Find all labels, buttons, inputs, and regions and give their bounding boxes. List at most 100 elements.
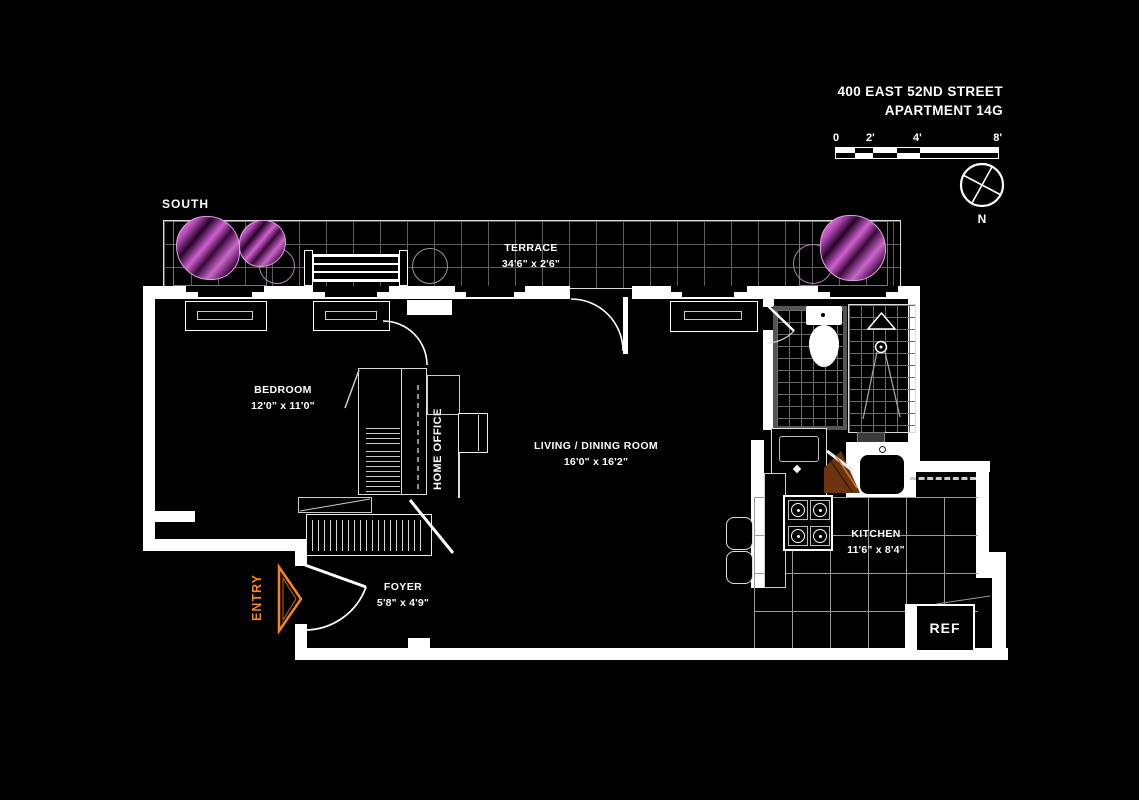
stool-icon bbox=[726, 517, 753, 550]
foyer-angled-wall bbox=[408, 499, 455, 554]
wall-entry-upper bbox=[295, 539, 307, 566]
scale-seg bbox=[896, 148, 920, 153]
wall-kitchen-north-jut bbox=[915, 461, 990, 472]
plan-title: 400 EAST 52ND STREET APARTMENT 14G bbox=[700, 82, 1003, 120]
compass-cross bbox=[971, 166, 993, 204]
closet-shelf-diagonal bbox=[299, 498, 371, 512]
scale-bar-graphic bbox=[835, 147, 999, 159]
kitchen-name: KITCHEN bbox=[851, 528, 901, 540]
toilet-flush-dot bbox=[821, 313, 825, 317]
kitchen-dims: 11'6" x 8'4" bbox=[847, 544, 905, 557]
scale-seg bbox=[873, 153, 897, 158]
refrigerator: REF bbox=[915, 604, 975, 652]
scale-seg bbox=[920, 148, 998, 153]
window-sill bbox=[818, 286, 898, 292]
wall-west bbox=[143, 286, 155, 551]
terrace-door-leaf bbox=[623, 297, 628, 354]
burner-dot bbox=[797, 509, 800, 512]
wall-kitchen-east-lower bbox=[992, 556, 1006, 660]
vanity-basin bbox=[779, 436, 819, 462]
shower-triangle-icon bbox=[866, 311, 897, 330]
plant-icon bbox=[176, 216, 240, 280]
entry-arrow-icon bbox=[277, 562, 303, 636]
convector-slot bbox=[197, 311, 253, 320]
foyer-label: FOYER 5'8" x 4'9" bbox=[323, 579, 483, 612]
scale-tick-0: 0 bbox=[833, 132, 840, 144]
wall-kitchen-east-upper bbox=[976, 470, 989, 562]
bedroom-name: BEDROOM bbox=[254, 384, 312, 396]
entry-door-leaf bbox=[304, 563, 367, 589]
terrace-label: TERRACE 34'6" x 2'6" bbox=[451, 240, 611, 273]
bath-door-leaf bbox=[766, 304, 795, 332]
convector-slot bbox=[684, 311, 742, 320]
scale-seg bbox=[896, 153, 920, 158]
bath-door-arc bbox=[766, 330, 795, 344]
stove-burner-icon bbox=[788, 500, 808, 520]
desk-edge bbox=[478, 415, 479, 451]
scale-seg bbox=[854, 153, 873, 158]
window-sill bbox=[313, 286, 389, 292]
burner-ring bbox=[813, 529, 827, 543]
entry-arrow-inner bbox=[282, 575, 297, 623]
wall-bedroom-south bbox=[143, 539, 305, 551]
scale-seg bbox=[836, 153, 855, 158]
upper-cabinet-line bbox=[910, 477, 976, 480]
window-sill bbox=[198, 292, 252, 297]
office-shelf bbox=[427, 375, 460, 415]
window-sill bbox=[186, 286, 264, 292]
compass-north-label: N bbox=[977, 212, 987, 226]
ref-side-wall bbox=[905, 604, 915, 652]
bedroom-label: BEDROOM 12'0" x 11'0" bbox=[203, 382, 363, 415]
convector-slot bbox=[325, 311, 377, 320]
burner-ring bbox=[791, 503, 805, 517]
wall-bath-west-stub bbox=[763, 297, 774, 307]
bench-end bbox=[304, 250, 313, 286]
living-dining-dims: 16'0" x 16'2" bbox=[563, 456, 629, 469]
wall-bath-west bbox=[763, 330, 774, 430]
scale-tick-2: 2' bbox=[866, 132, 875, 144]
address-line: 400 EAST 52ND STREET bbox=[837, 84, 1003, 99]
stove-burner-icon bbox=[810, 526, 830, 546]
wardrobe-shelves bbox=[366, 424, 400, 444]
bench-icon bbox=[313, 254, 399, 282]
terrace-pot-icon bbox=[412, 248, 448, 284]
plant-icon bbox=[239, 220, 286, 267]
burner-ring bbox=[791, 529, 805, 543]
window-sill bbox=[671, 286, 747, 292]
stove-burner-icon bbox=[788, 526, 808, 546]
bedroom-door-arc bbox=[382, 320, 428, 366]
burner-dot bbox=[819, 535, 822, 538]
wood-door-grain bbox=[835, 455, 858, 489]
wall-south bbox=[295, 648, 1008, 660]
bedroom-dims: 12'0" x 11'0" bbox=[251, 400, 315, 413]
wall-bedroom-step bbox=[150, 511, 195, 522]
scale-tick-8: 8' bbox=[993, 132, 1002, 144]
scale-bar: 0 2' 4' 8' bbox=[833, 132, 1002, 159]
scale-seg bbox=[836, 148, 855, 153]
wardrobe-divider bbox=[401, 368, 402, 495]
toilet-bowl bbox=[809, 325, 839, 367]
closet-hangers bbox=[312, 520, 426, 551]
bench-end bbox=[399, 250, 408, 286]
wardrobe-shelves bbox=[366, 450, 400, 492]
entry-door-arc bbox=[304, 586, 367, 631]
desk bbox=[458, 413, 488, 453]
wood-door-grain bbox=[829, 459, 853, 493]
terrace-dims: 34'6" x 2'6" bbox=[501, 258, 561, 271]
scale-tick-4: 4' bbox=[913, 132, 922, 144]
ref-door-diagonal bbox=[935, 595, 991, 605]
scale-seg bbox=[854, 148, 873, 153]
kitchen-label: KITCHEN 11'6" x 8'4" bbox=[796, 526, 956, 559]
faucet-icon bbox=[879, 446, 886, 453]
compass-icon bbox=[959, 162, 1005, 208]
refrigerator-label: REF bbox=[929, 620, 961, 636]
window-sill bbox=[455, 286, 525, 292]
wall-bedroom-office bbox=[407, 300, 452, 315]
burner-dot bbox=[819, 509, 822, 512]
scale-seg bbox=[873, 148, 897, 153]
shower-spray-line bbox=[862, 351, 878, 420]
window-sill bbox=[325, 292, 377, 297]
wall-foyer-pier bbox=[408, 638, 430, 650]
